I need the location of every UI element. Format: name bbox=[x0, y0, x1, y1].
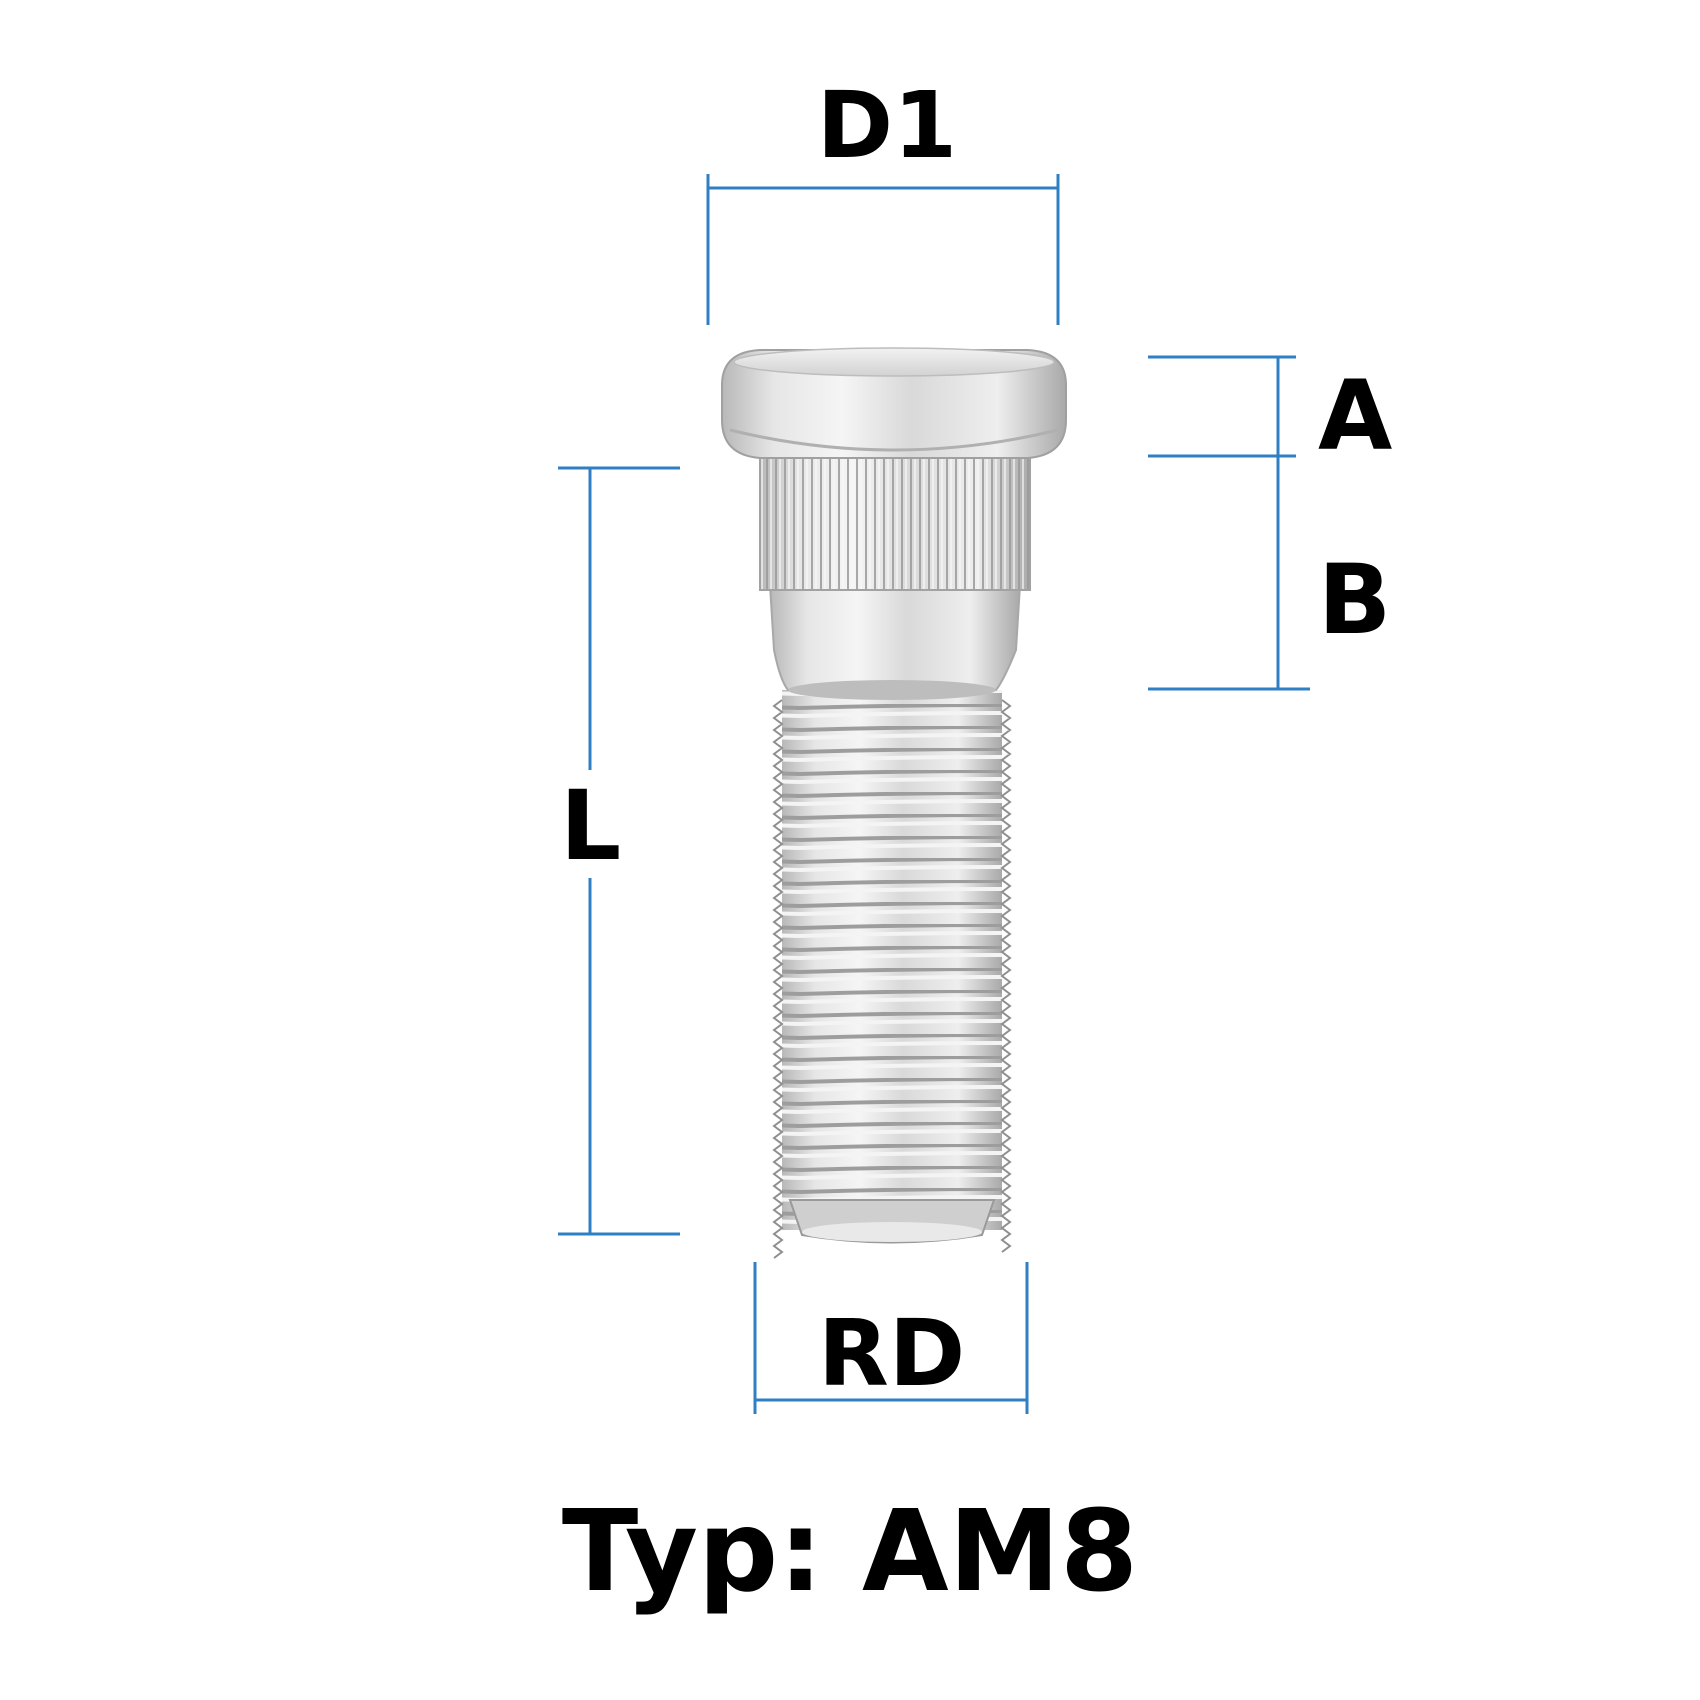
label-rd: RD bbox=[818, 1300, 966, 1407]
dimension-lines bbox=[558, 174, 1310, 1414]
bolt-neck bbox=[768, 584, 1022, 691]
type-caption: Typ: AM8 bbox=[561, 1487, 1139, 1617]
wheel-stud-image bbox=[721, 347, 1067, 1259]
label-a: A bbox=[1318, 360, 1393, 472]
label-d1: D1 bbox=[816, 72, 958, 179]
label-l: L bbox=[560, 770, 622, 882]
bolt-head bbox=[721, 349, 1067, 459]
label-b: B bbox=[1318, 544, 1392, 656]
